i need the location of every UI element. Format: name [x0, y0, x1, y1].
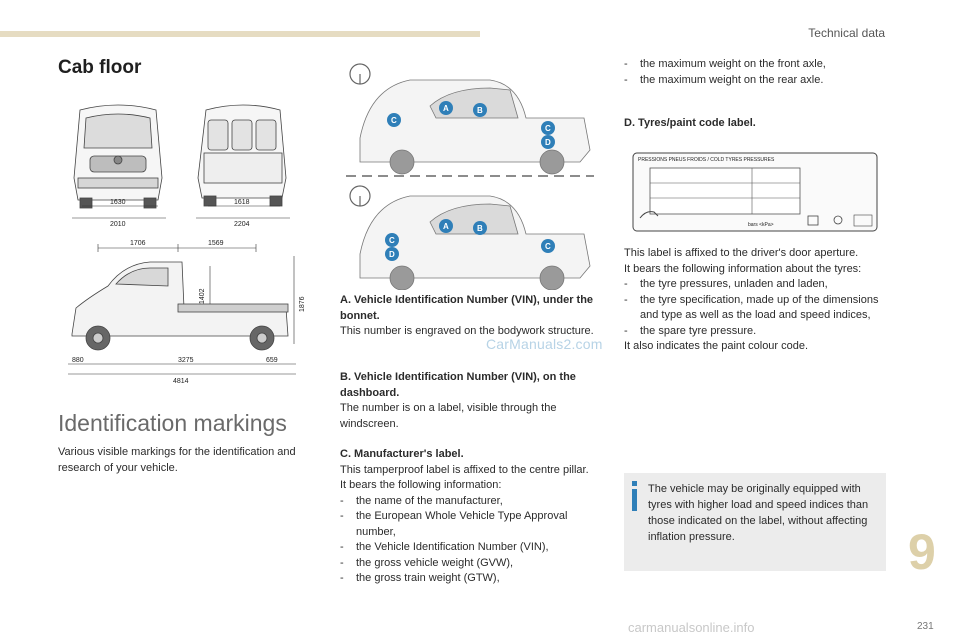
section-d-text3: It also indicates the paint colour code. — [624, 340, 809, 352]
car-door-icon — [639, 211, 659, 219]
section-c-title: C. Manufacturer's label. — [340, 448, 464, 460]
section-label: Technical data — [808, 26, 885, 40]
page-number: 231 — [917, 621, 934, 632]
list-item: -the maximum weight on the rear axle. — [624, 73, 824, 86]
tyre-label-units: bars <kPa> — [748, 222, 774, 228]
badge-a-bottom: A — [439, 219, 453, 233]
side-dimension-diagram: 1706 1569 1402 1876 880 3275 659 4814 — [68, 240, 306, 385]
section-d-text2: It bears the following information about… — [624, 262, 862, 275]
svg-text:D: D — [545, 138, 551, 147]
tyre-label-header: PRESSIONS PNEUS FROIDS / COLD TYRES PRES… — [638, 157, 775, 163]
section-b-title: B. Vehicle Identification Number (VIN), … — [340, 371, 576, 399]
badge-c-top-left: C — [387, 113, 401, 127]
list-item: -the tyre specification, made up of the … — [624, 293, 879, 322]
tyre-pressure-label-illustration: PRESSIONS PNEUS FROIDS / COLD TYRES PRES… — [632, 152, 878, 232]
svg-text:D: D — [389, 250, 395, 259]
section-d-text1: This label is affixed to the driver's do… — [624, 247, 859, 259]
footer-watermark: carmanualsonline.info — [628, 620, 755, 635]
list-item: -the Vehicle Identification Number (VIN)… — [340, 541, 549, 553]
identification-heading: Identification markings — [58, 410, 287, 436]
vin-location-diagram: A B C C D A B C D C — [346, 63, 594, 290]
badge-a-top: A — [439, 101, 453, 115]
svg-text:C: C — [545, 242, 551, 251]
section-c-continued: -the maximum weight on the front axle, -… — [624, 57, 886, 88]
info-box: The vehicle may be originally equipped w… — [624, 473, 886, 571]
van-illustration-top — [359, 79, 591, 175]
watermark: CarManuals2.com — [486, 336, 603, 352]
dim-rear-inner: 1618 — [234, 199, 250, 206]
svg-text:B: B — [477, 224, 483, 233]
front-rear-dimension-diagram: 1630 2010 1618 2204 — [72, 104, 290, 228]
dim-side-front-overhang: 880 — [72, 357, 84, 364]
list-item: -the gross train weight (GTW), — [340, 572, 500, 584]
dim-rear-outer: 2204 — [234, 221, 250, 228]
dim-side-total-length: 4814 — [173, 378, 189, 385]
chapter-number: 9 — [908, 524, 936, 580]
side-view-illustration — [71, 261, 289, 351]
steering-wheel-icon-bottom — [349, 185, 371, 207]
badge-b-bottom: B — [473, 221, 487, 235]
paint-code-icon — [807, 215, 819, 226]
dim-front-outer: 2010 — [110, 221, 126, 228]
dim-side-height-cab: 1402 — [199, 288, 206, 304]
header-accent-bar — [0, 31, 480, 37]
badge-c-bottom-left: C — [385, 233, 399, 247]
badge-d-top: D — [541, 135, 555, 149]
section-c-text1: This tamperproof label is affixed to the… — [340, 463, 589, 476]
badge-d-bottom: D — [385, 247, 399, 261]
badge-b-top: B — [473, 103, 487, 117]
reset-icon — [853, 214, 873, 227]
section-c-text2: It bears the following information: — [340, 479, 502, 491]
svg-text:C: C — [391, 116, 397, 125]
section-b-text: The number is on a label, visible throug… — [340, 402, 557, 430]
svg-text:C: C — [545, 124, 551, 133]
tyre-warning-icon — [833, 215, 843, 225]
section-a-title: A. Vehicle Identification Number (VIN), … — [340, 294, 594, 322]
dim-side-rear-overhang: 659 — [266, 357, 278, 364]
badge-c-top-right: C — [541, 121, 555, 135]
info-box-text: The vehicle may be originally equipped w… — [648, 483, 869, 543]
front-view-illustration — [73, 104, 163, 209]
list-item: -the spare tyre pressure. — [624, 324, 757, 337]
section-d-body: This label is affixed to the driver's do… — [624, 246, 886, 355]
section-c: C. Manufacturer's label. This tamperproo… — [340, 447, 604, 587]
dim-front-inner: 1630 — [110, 199, 126, 206]
list-item: -the tyre pressures, unladen and laden, — [624, 278, 828, 290]
section-a: A. Vehicle Identification Number (VIN), … — [340, 293, 602, 340]
svg-text:B: B — [477, 106, 483, 115]
svg-text:A: A — [443, 104, 449, 113]
list-item: -the maximum weight on the front axle, — [624, 58, 826, 70]
dim-side-top-right: 1569 — [208, 240, 224, 247]
identification-intro: Various visible markings for the identif… — [58, 446, 296, 474]
dim-side-top-left: 1706 — [130, 240, 146, 247]
list-item: -the European Whole Vehicle Type Approva… — [340, 510, 568, 538]
info-icon — [632, 481, 637, 511]
svg-text:A: A — [443, 222, 449, 231]
badge-c-bottom-right: C — [541, 239, 555, 253]
section-d-title: D. Tyres/paint code label. — [624, 117, 756, 129]
section-a-text: This number is engraved on the bodywork … — [340, 325, 594, 337]
steering-wheel-icon-top — [349, 63, 371, 85]
dim-side-height-total: 1876 — [299, 296, 306, 312]
dim-side-wheelbase: 3275 — [178, 357, 194, 364]
list-item: -the gross vehicle weight (GVW), — [340, 556, 514, 569]
list-item: -the name of the manufacturer, — [340, 494, 503, 507]
svg-text:C: C — [389, 236, 395, 245]
page-title: Cab floor — [58, 57, 142, 78]
rear-view-illustration — [197, 104, 287, 207]
section-b: B. Vehicle Identification Number (VIN), … — [340, 370, 602, 432]
